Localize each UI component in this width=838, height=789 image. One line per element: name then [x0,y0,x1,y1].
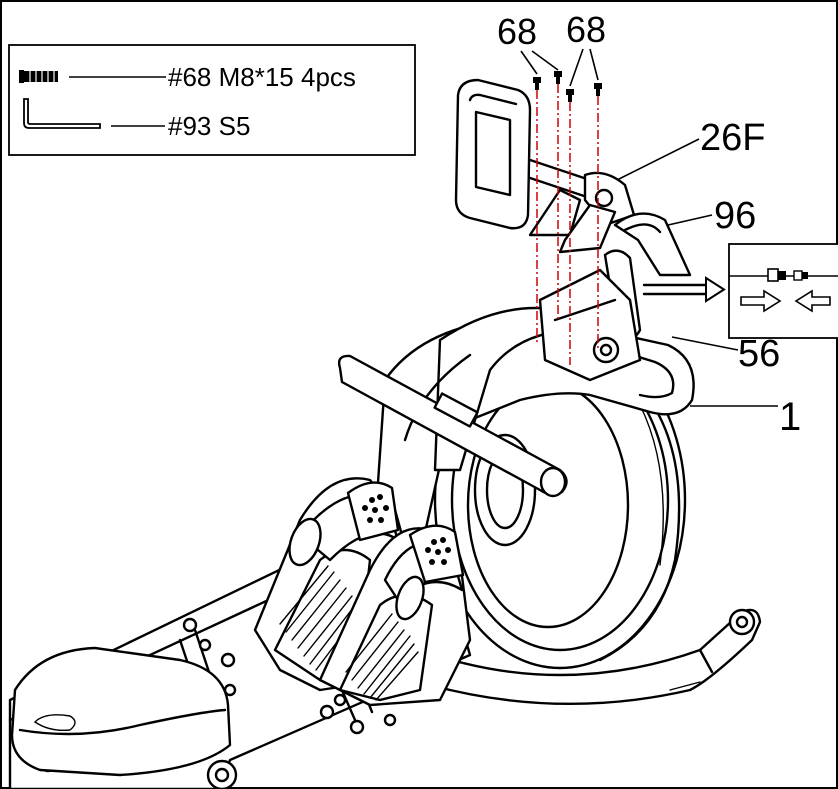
bolt-icon [19,70,58,83]
connector-inset [642,243,838,339]
flywheel-housing [433,330,687,670]
legend-bolt-text: #68 M8*15 4pcs [168,62,356,92]
handle-bar [337,354,568,498]
bolts-68 [533,71,602,102]
assembly-axes [536,84,599,365]
hardware-legend: #68 M8*15 4pcs #93 S5 [8,44,416,156]
right-footrest [318,524,472,707]
arrow-left-icon [794,289,831,313]
callout-1: 1 [779,395,801,439]
hex-key-icon [23,98,101,129]
cable-connector-icon [767,268,808,282]
seat [10,646,232,777]
front-stabilizer [418,608,762,706]
callout-68-right: 68 [566,9,606,50]
callout-68-left: 68 [497,11,537,52]
callout-26F: 26F [700,117,765,159]
callout-56: 56 [738,333,780,375]
console-monitor [454,78,532,230]
arrow-right-icon [740,289,782,313]
legend-hexkey-text: #93 S5 [168,111,250,141]
bracket-56 [538,268,642,382]
callout-96: 96 [714,195,756,237]
